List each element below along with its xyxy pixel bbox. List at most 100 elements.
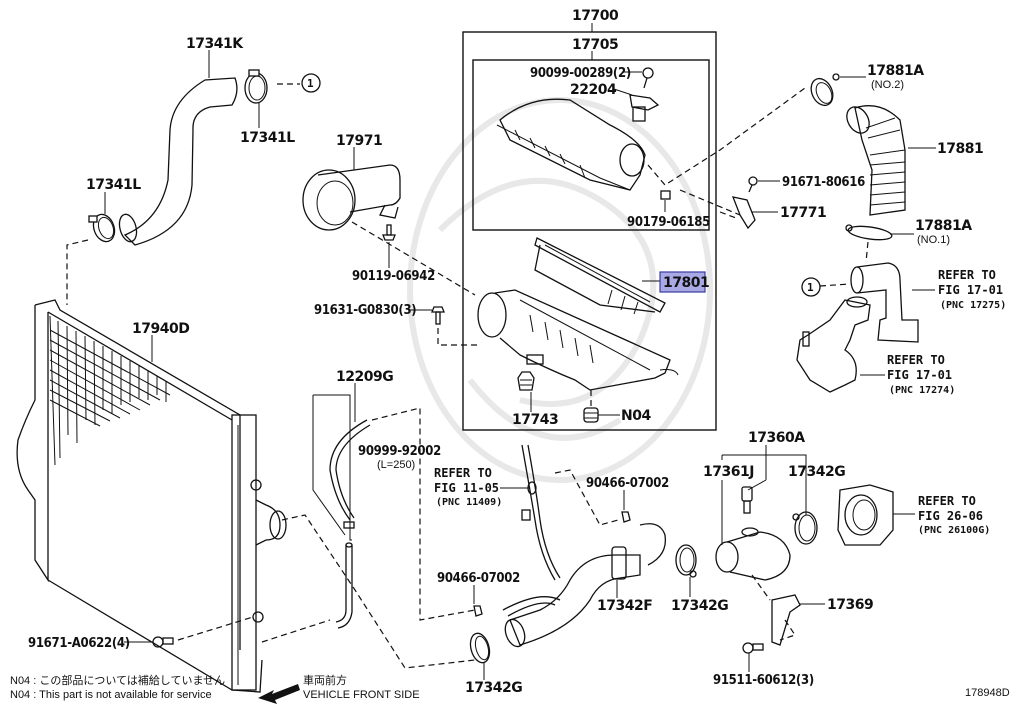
clip-90179-06185[interactable] [660,190,671,200]
pcv-hose-12209G[interactable] [329,419,371,529]
part-label-90466-07002-b: 90466-07002 [437,571,520,586]
svg-text:FIG 26-06: FIG 26-06 [918,509,983,523]
part-label-17940D: 17940D [132,321,189,337]
bracket-17771[interactable] [731,196,756,230]
hose-clamp-17342G-right[interactable] [792,511,818,545]
radiator-fins [49,315,171,466]
svg-text:REFER TO: REFER TO [887,353,945,367]
part-label-17881A-no2: 17881A [867,63,924,79]
part-label-N04: N04 [621,408,651,424]
hose-clip-90466-07002-b[interactable] [473,605,483,617]
figure-id: 178948D [965,687,1010,699]
part-label-90999-92002: 90999-92002 [358,444,441,459]
part-label-17881A-no1: 17881A [915,218,972,234]
svg-text:FIG 11-05: FIG 11-05 [434,481,499,495]
part-sublabel-no2: (NO.2) [871,79,904,91]
cushion-N04[interactable] [583,407,599,423]
reference-note-17274[interactable]: REFER TO FIG 17-01 (PNC 17274) [887,353,955,396]
bolt-91631-G0830[interactable] [431,306,445,325]
part-label-90099-00289: 90099-00289(2) [530,66,631,81]
bolt-91671-80616[interactable] [748,176,758,193]
part-label-17342G-bottom: 17342G [465,680,522,696]
water-outlet-pipe-17275[interactable] [850,262,919,343]
direction-label-japanese: 車両前方 [303,673,347,687]
part-label-17743: 17743 [512,412,558,428]
svg-text:1: 1 [307,77,314,90]
grommet-17743[interactable] [517,371,535,391]
svg-text:FIG 17-01: FIG 17-01 [887,368,952,382]
assembly-box-17700 [462,31,717,431]
part-label-17700: 17700 [572,8,619,24]
radiator[interactable] [16,299,287,693]
svg-text:FIG 17-01: FIG 17-01 [938,283,1003,297]
circle-reference-1-right: 1 [801,277,821,297]
part-label-17341L-left: 17341L [86,177,141,193]
reference-note-17275[interactable]: REFER TO FIG 17-01 (PNC 17275) [938,268,1006,311]
bolt-91511-60612[interactable] [742,642,764,654]
part-label-17341K: 17341K [186,36,244,52]
intake-hose-17342F[interactable] [502,523,667,649]
part-label-91511-60612: 91511-60612(3) [713,673,814,688]
assembly-box-17705 [472,59,710,231]
part-label-17705: 17705 [572,37,618,53]
svg-text:1: 1 [807,281,814,294]
water-inlet-housing-17274[interactable] [796,296,871,393]
bolt-91671-A0622[interactable] [152,636,174,648]
part-label-17361J: 17361J [703,464,754,480]
part-label-17771: 17771 [780,205,826,221]
throttle-body-ref[interactable] [837,484,894,546]
part-label-17342G-right: 17342G [788,464,845,480]
svg-text:(PNC 17274): (PNC 17274) [889,385,955,396]
part-label-90179-06185: 90179-06185 [627,215,710,230]
bolt-90119-06942[interactable] [382,224,396,241]
hose-clamp-17342G-bottom[interactable] [467,631,492,665]
bracket-17369[interactable] [771,594,801,646]
highlighted-part-17801[interactable] [659,271,706,293]
hose-clamp-17341L-left[interactable] [88,211,118,244]
part-label-17342G-mid: 17342G [671,598,728,614]
note-n04-english: N04 : This part is not available for ser… [10,689,212,701]
part-label-22204: 22204 [570,82,617,98]
intake-hose-17881[interactable] [842,103,906,216]
hose-clip-90466-07002-a[interactable] [621,511,631,523]
group-bracket-12209G [313,394,352,541]
sensor-17360A[interactable] [741,486,753,514]
part-label-90119-06942: 90119-06942 [352,269,435,284]
hose-clamp-17342G-mid[interactable] [675,544,697,578]
svg-text:(PNC 11409): (PNC 11409) [436,497,502,508]
throttle-inlet-pipe-17361J[interactable] [715,527,791,581]
arrow-left-icon [258,684,300,704]
reference-note-11409[interactable]: REFER TO FIG 11-05 (PNC 11409) [434,466,502,508]
part-label-17341L-top: 17341L [240,130,295,146]
part-label-12209G: 12209G [336,369,393,385]
air-cleaner-cap[interactable] [496,98,646,191]
screw-90099-00289[interactable] [642,67,654,89]
part-label-91671-80616: 91671-80616 [782,175,865,190]
part-label-17360A: 17360A [748,430,805,446]
part-label-91671-A0622: 91671-A0622(4) [28,636,130,651]
hose-90999-92002[interactable] [335,542,353,629]
air-cleaner-case[interactable] [477,289,679,391]
reference-note-26100G[interactable]: REFER TO FIG 26-06 (PNC 26100G) [918,494,990,536]
svg-text:REFER TO: REFER TO [434,466,492,480]
svg-text:REFER TO: REFER TO [938,268,996,282]
direction-label-english: VEHICLE FRONT SIDE [303,689,420,701]
part-label-17881: 17881 [937,141,983,157]
hose-clamp-17881A-no2[interactable] [807,73,840,109]
vacuum-pipe[interactable] [521,444,561,581]
part-sublabel-length: (L=250) [377,459,415,471]
part-label-17971: 17971 [336,133,382,149]
hose-clamp-17341L-top[interactable] [244,69,268,104]
mass-air-flow-sensor-22204[interactable] [629,94,660,122]
part-label-17801: 17801 [663,275,709,291]
part-label-17369: 17369 [827,597,873,613]
air-filter-element-17801[interactable] [534,237,666,315]
air-inlet-duct-17971[interactable] [302,164,401,231]
part-label-90466-07002-a: 90466-07002 [586,476,669,491]
svg-text:(PNC 17275): (PNC 17275) [940,300,1006,311]
upper-radiator-hose[interactable] [117,77,238,246]
hose-clamp-17881A-no1[interactable] [845,224,893,242]
note-n04-japanese: N04 : この部品については補給していません [10,673,225,687]
svg-text:(PNC 26100G): (PNC 26100G) [918,525,990,536]
